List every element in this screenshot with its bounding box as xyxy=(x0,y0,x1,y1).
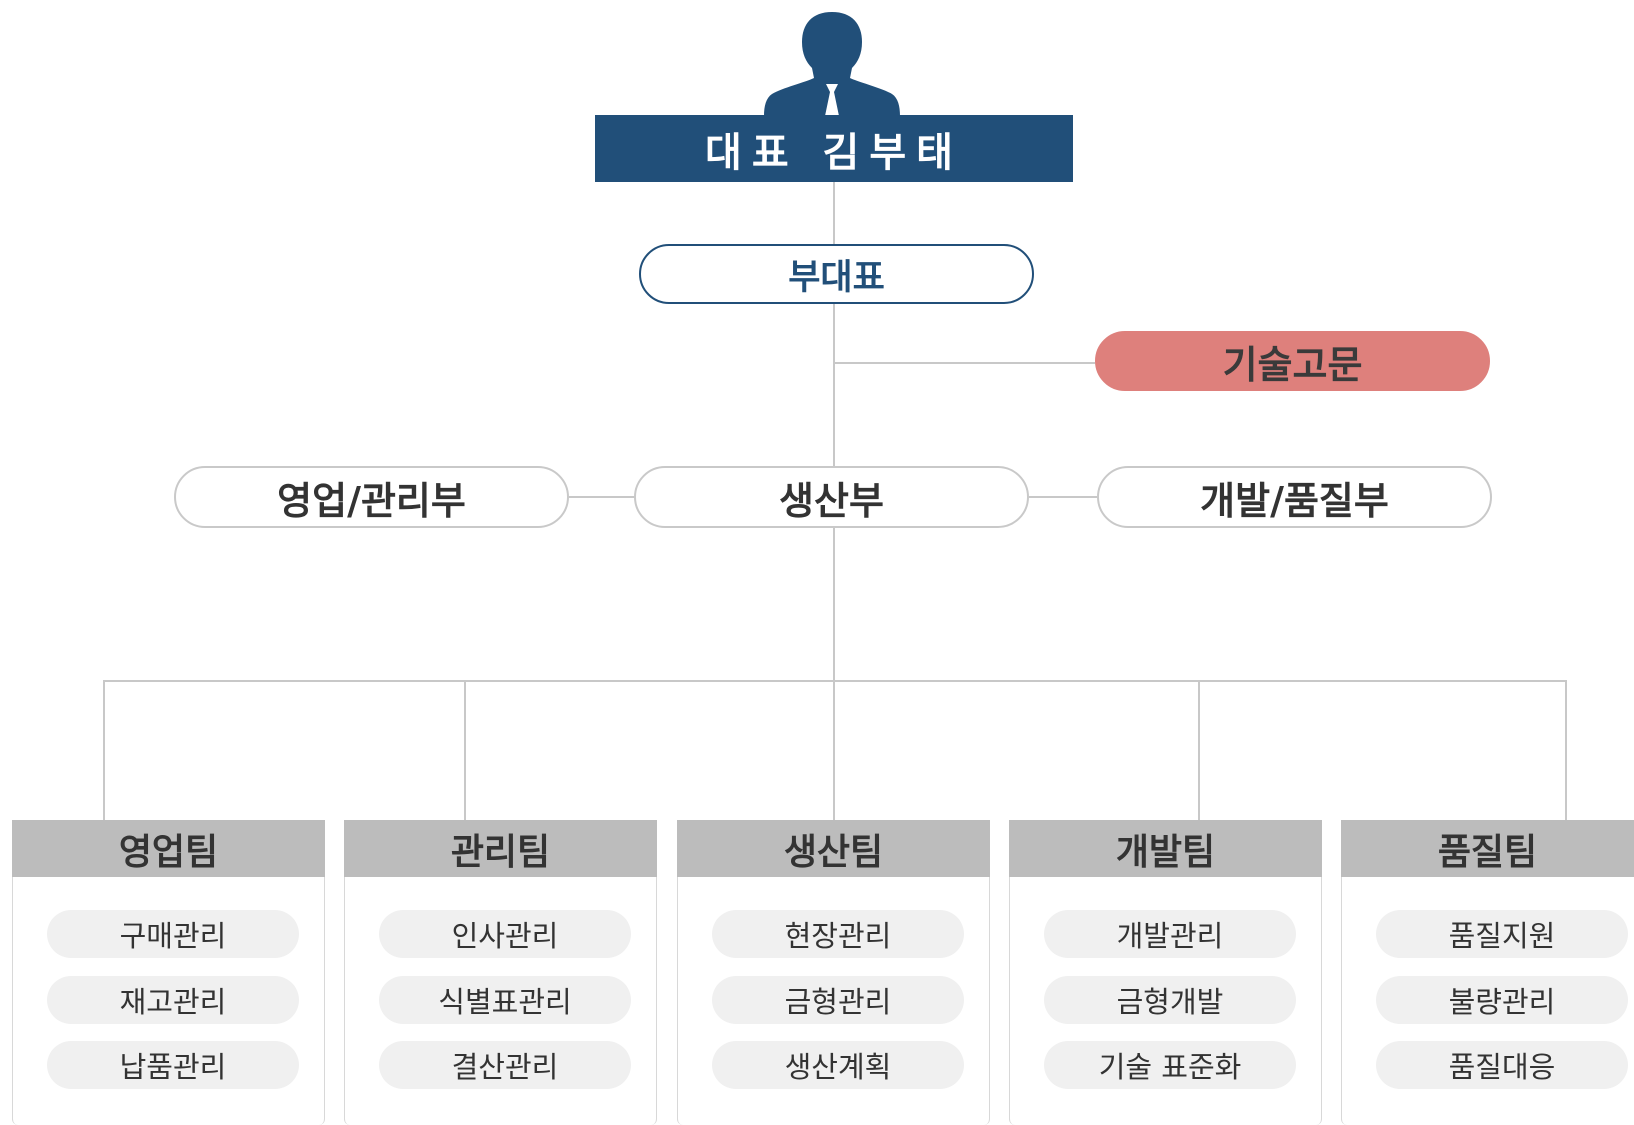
task-item: 결산관리 xyxy=(379,1041,631,1089)
team-body: 품질지원 불량관리 품질대응 xyxy=(1341,877,1634,1125)
team-admin: 관리팀 인사관리 식별표관리 결산관리 xyxy=(344,820,657,1125)
team-body: 현장관리 금형관리 생산계획 xyxy=(677,877,990,1125)
task-item: 납품관리 xyxy=(47,1041,299,1089)
task-item: 품질대응 xyxy=(1376,1041,1628,1089)
connector-team-bus xyxy=(103,680,1567,682)
task-item: 개발관리 xyxy=(1044,910,1296,958)
team-header: 생산팀 xyxy=(677,820,990,877)
connector-team-3 xyxy=(833,680,835,820)
production-dept-box: 생산부 xyxy=(634,466,1029,528)
ceo-person-icon xyxy=(764,12,900,116)
connector-sales-dept xyxy=(569,496,635,498)
team-production: 생산팀 현장관리 금형관리 생산계획 xyxy=(677,820,990,1125)
team-sales: 영업팀 구매관리 재고관리 납품관리 xyxy=(12,820,325,1125)
task-item: 구매관리 xyxy=(47,910,299,958)
team-header: 영업팀 xyxy=(12,820,325,877)
connector-team-1 xyxy=(103,680,105,820)
connector-team-2 xyxy=(464,680,466,820)
task-item: 인사관리 xyxy=(379,910,631,958)
team-header: 품질팀 xyxy=(1341,820,1634,877)
team-header: 관리팀 xyxy=(344,820,657,877)
task-item: 금형개발 xyxy=(1044,976,1296,1024)
connector-dev-dept xyxy=(1029,496,1097,498)
connector-team-5 xyxy=(1565,680,1567,820)
team-body: 구매관리 재고관리 납품관리 xyxy=(12,877,325,1125)
task-item: 금형관리 xyxy=(712,976,964,1024)
task-item: 기술 표준화 xyxy=(1044,1041,1296,1089)
task-item: 생산계획 xyxy=(712,1041,964,1089)
team-body: 인사관리 식별표관리 결산관리 xyxy=(344,877,657,1125)
connector-ceo-to-production xyxy=(833,182,835,681)
team-development: 개발팀 개발관리 금형개발 기술 표준화 xyxy=(1009,820,1322,1125)
technical-advisor-box: 기술고문 xyxy=(1095,331,1490,391)
connector-advisor xyxy=(835,362,1095,364)
connector-team-4 xyxy=(1198,680,1200,820)
ceo-title: 대표 김부태 xyxy=(595,115,1073,182)
task-item: 식별표관리 xyxy=(379,976,631,1024)
dev-quality-dept-box: 개발/품질부 xyxy=(1097,466,1492,528)
team-quality: 품질팀 품질지원 불량관리 품질대응 xyxy=(1341,820,1634,1125)
task-item: 현장관리 xyxy=(712,910,964,958)
task-item: 재고관리 xyxy=(47,976,299,1024)
team-header: 개발팀 xyxy=(1009,820,1322,877)
vice-president-box: 부대표 xyxy=(639,244,1034,304)
task-item: 품질지원 xyxy=(1376,910,1628,958)
sales-admin-dept-box: 영업/관리부 xyxy=(174,466,569,528)
team-body: 개발관리 금형개발 기술 표준화 xyxy=(1009,877,1322,1125)
task-item: 불량관리 xyxy=(1376,976,1628,1024)
